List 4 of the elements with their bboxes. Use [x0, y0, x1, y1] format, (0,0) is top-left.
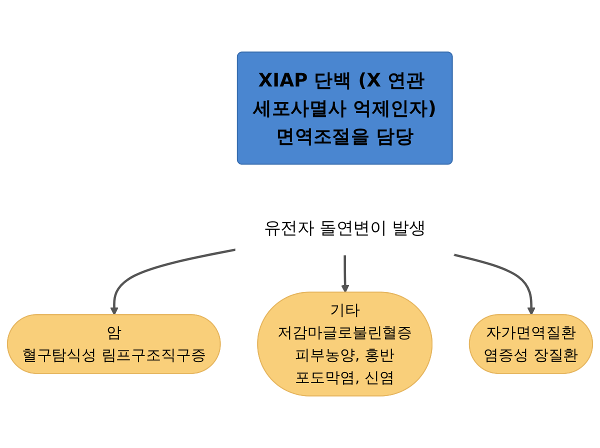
arrow [454, 254, 536, 316]
arrow [341, 254, 350, 294]
arrow [110, 248, 236, 316]
node-text: 유전자 돌연변이 발생 [264, 218, 426, 238]
